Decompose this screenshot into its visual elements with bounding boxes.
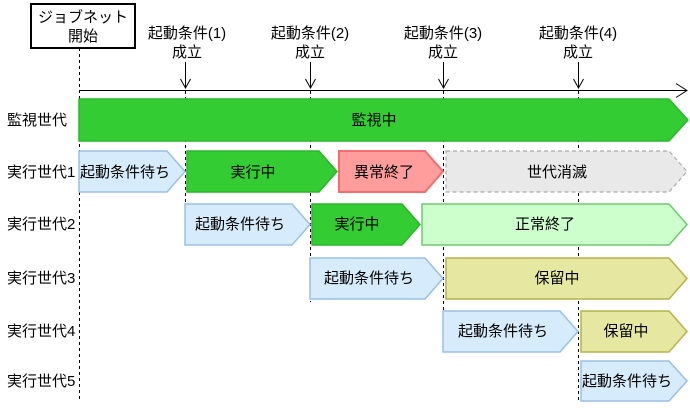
bar-running: [311, 203, 421, 246]
bar-label-generation-vanished: 世代消滅: [527, 164, 587, 181]
bar-hold: [445, 257, 688, 300]
row-label-exec-generation-5: 実行世代5: [7, 373, 75, 390]
bar-label-monitoring: 監視中: [351, 112, 396, 129]
jobnet-start-label-line1: ジョブネット: [38, 8, 128, 26]
bar-generation-vanished: [445, 150, 688, 193]
condition-arrowhead-icon: [438, 78, 449, 90]
condition-marker-2: 起動条件(2) 成立: [271, 25, 349, 90]
bar-abnormal-end: [338, 150, 445, 193]
bar-label-waiting: 起動条件待ち: [582, 373, 672, 390]
bar-label-waiting: 起動条件待ち: [80, 164, 170, 181]
bar-waiting: [184, 203, 311, 246]
condition-marker-1: 起動条件(1) 成立: [148, 25, 226, 90]
bar-label-abnormal-end: 異常終了: [354, 164, 414, 181]
row-label-exec-generation-2: 実行世代2: [7, 216, 75, 233]
condition-label-line1: 起動条件(4): [539, 25, 617, 42]
bar-label-waiting: 起動条件待ち: [195, 216, 285, 233]
bar-waiting: [78, 150, 186, 193]
condition-label-line1: 起動条件(2): [271, 25, 349, 42]
condition-marker-4: 起動条件(4) 成立: [539, 25, 617, 90]
bar-label-waiting: 起動条件待ち: [458, 323, 548, 340]
timeline-arrowhead-icon: [675, 83, 688, 98]
bar-waiting: [580, 360, 689, 402]
condition-label-line2: 成立: [563, 44, 593, 61]
condition-label-line2: 成立: [428, 44, 458, 61]
condition-label-line2: 成立: [172, 44, 202, 61]
bar-label-waiting: 起動条件待ち: [324, 270, 414, 287]
jobnet-start-label-line2: 開始: [68, 28, 98, 45]
condition-label-line1: 起動条件(1): [148, 25, 226, 42]
bar-normal-end: [421, 203, 688, 246]
bar-monitoring: [78, 98, 690, 142]
condition-label-line1: 起動条件(3): [404, 25, 482, 42]
bar-label-running: 実行中: [230, 164, 275, 181]
bar-label-hold: 保留中: [534, 270, 579, 287]
row-label-exec-generation-4: 実行世代4: [7, 323, 75, 340]
condition-marker-3: 起動条件(3) 成立: [404, 25, 482, 90]
bar-label-normal-end: 正常終了: [515, 216, 575, 233]
bar-hold: [580, 310, 688, 353]
condition-arrowhead-icon: [573, 78, 584, 90]
bar-waiting: [309, 257, 444, 300]
bar-label-running: 実行中: [334, 216, 379, 233]
row-label-exec-generation-1: 実行世代1: [7, 164, 75, 181]
jobnet-start-box: [30, 3, 136, 49]
condition-label-line2: 成立: [295, 44, 325, 61]
bar-label-hold: 保留中: [603, 323, 648, 340]
row-label-exec-generation-3: 実行世代3: [7, 270, 75, 287]
condition-arrowhead-icon: [305, 78, 316, 90]
bar-running: [186, 150, 338, 193]
bar-waiting: [442, 310, 579, 353]
row-label-monitor-generation: 監視世代: [7, 112, 67, 129]
condition-arrowhead-icon: [180, 78, 191, 90]
